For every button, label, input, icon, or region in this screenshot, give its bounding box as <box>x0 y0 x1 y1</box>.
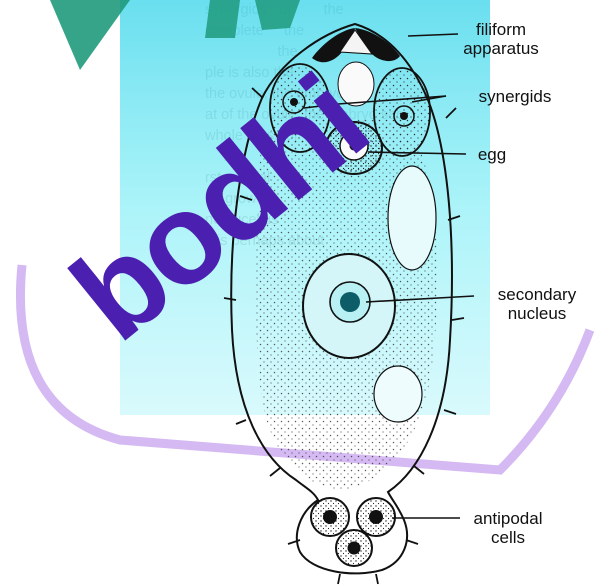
label-synergids: synergids <box>460 87 570 106</box>
label-antipodal-cells: antipodal cells <box>458 509 558 547</box>
antipodal-cells <box>311 498 395 566</box>
label-filiform-line1: filiform <box>446 20 556 39</box>
label-filiform-line2: apparatus <box>446 39 556 58</box>
label-egg: egg <box>468 145 516 164</box>
vacuole-lower-right <box>374 366 422 422</box>
label-antipodal-line2: cells <box>458 528 558 547</box>
watermark-accent <box>50 0 130 70</box>
vacuole-right <box>388 166 436 270</box>
secondary-nucleolus <box>340 292 360 312</box>
label-secondary-line2: nucleus <box>478 304 596 323</box>
label-secondary-line1: secondary <box>478 285 596 304</box>
label-antipodal-line1: antipodal <box>458 509 558 528</box>
label-filiform-apparatus: filiform apparatus <box>446 20 556 58</box>
synergid-right-nucleolus <box>400 112 408 120</box>
label-secondary-nucleus: secondary nucleus <box>478 285 596 323</box>
vacuole-top <box>338 62 374 106</box>
